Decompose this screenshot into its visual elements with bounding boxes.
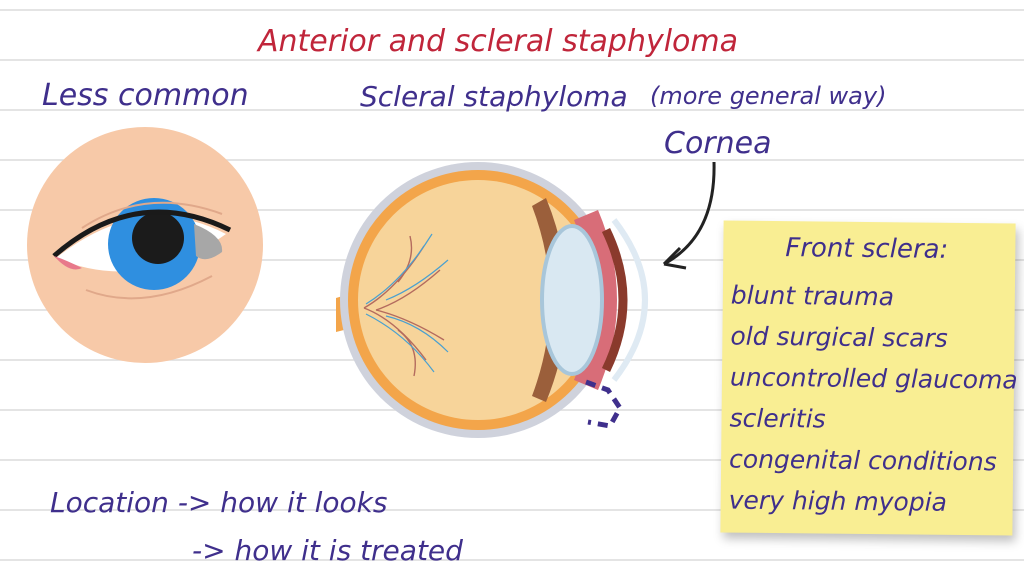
diagram-title: Anterior and scleral staphyloma: [258, 24, 739, 59]
more-general-note: (more general way): [650, 82, 887, 110]
location-line-1: Location -> how it looks: [50, 486, 388, 519]
list-item: congenital conditions: [728, 444, 997, 477]
causes-list: blunt trauma old surgical scars uncontro…: [728, 275, 1018, 524]
list-item: uncontrolled glaucoma: [729, 362, 1018, 395]
list-item: very high myopia: [728, 485, 948, 517]
scleral-staphyloma-heading: Scleral staphyloma: [360, 80, 628, 113]
staphyloma-marker: [585, 379, 623, 429]
list-item: blunt trauma: [730, 280, 895, 312]
cornea-label: Cornea: [664, 126, 772, 161]
list-item: old surgical scars: [730, 321, 948, 353]
location-line-2: -> how it is treated: [192, 534, 463, 567]
cornea-arrow: [662, 161, 716, 270]
list-item: scleritis: [729, 403, 826, 434]
less-common-heading: Less common: [42, 78, 249, 113]
eye-cross-section-illustration: [336, 162, 648, 438]
sticky-note-heading: Front sclera:: [785, 233, 949, 265]
sticky-note: Front sclera: blunt trauma old surgical …: [720, 220, 1018, 536]
pupil-icon: [132, 212, 184, 264]
front-eye-illustration: [27, 127, 263, 363]
